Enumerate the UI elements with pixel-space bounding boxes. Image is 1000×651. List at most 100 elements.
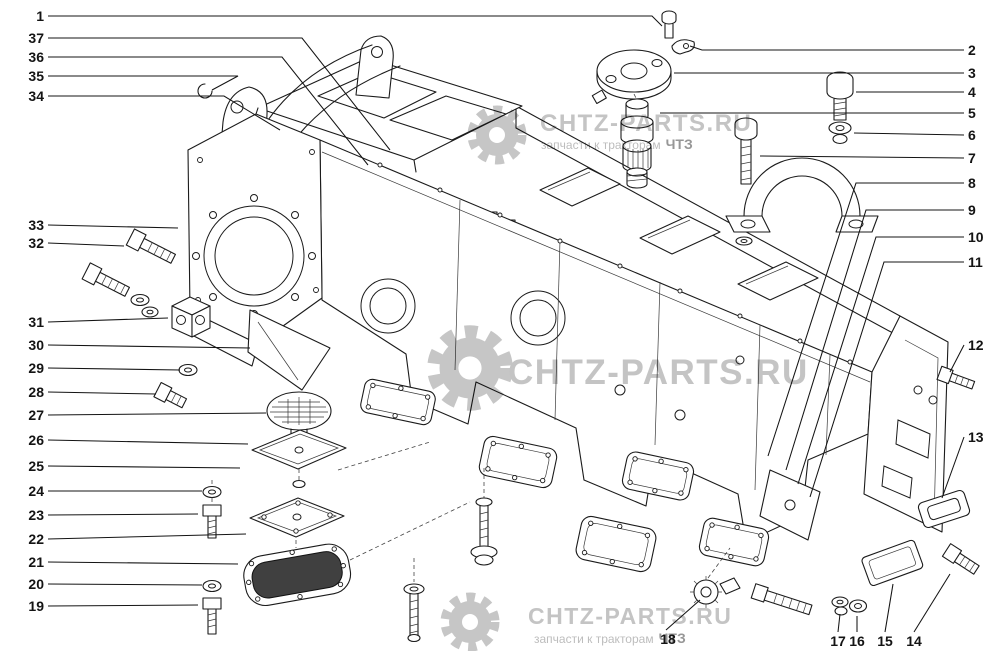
callout-9: 9 xyxy=(968,202,976,218)
gear-icon xyxy=(440,592,500,651)
part-bolt-28 xyxy=(153,381,188,409)
part-bolt-4 xyxy=(826,71,854,121)
part-bolt-23 xyxy=(202,504,222,539)
callout-1: 1 xyxy=(36,8,44,24)
frame-bottom-pads xyxy=(360,378,770,573)
callout-29: 29 xyxy=(28,360,44,376)
assembly-dashed-lines xyxy=(337,441,471,561)
part-plate-26 xyxy=(251,429,347,470)
part-washers-32 xyxy=(130,293,159,318)
part-block-31 xyxy=(171,296,211,338)
part-washer-29 xyxy=(178,363,198,377)
part-pin-1 xyxy=(661,10,677,39)
leader-line-36 xyxy=(48,56,369,166)
leader-line-17 xyxy=(837,613,841,633)
watermark-brand-text: CHTZ-PARTS.RU xyxy=(528,603,732,629)
callout-19: 19 xyxy=(28,598,44,614)
leader-line-2 xyxy=(689,45,964,51)
callout-12: 12 xyxy=(968,337,984,353)
callout-23: 23 xyxy=(28,507,44,523)
callout-28: 28 xyxy=(28,384,44,400)
leader-line-28 xyxy=(47,391,157,395)
callout-17: 17 xyxy=(830,633,846,649)
callout-22: 22 xyxy=(28,531,44,547)
leader-line-25 xyxy=(47,465,241,469)
leader-line-20 xyxy=(47,583,203,586)
leader-line-8 xyxy=(767,182,964,457)
callout-15: 15 xyxy=(877,633,893,649)
part-clamp-bracket xyxy=(725,157,879,246)
callout-3: 3 xyxy=(968,65,976,81)
part-nut-16 xyxy=(848,599,868,613)
gear-icon xyxy=(427,325,513,411)
part-stud-center xyxy=(470,468,498,566)
callout-25: 25 xyxy=(28,458,44,474)
part-gasket-13 xyxy=(917,489,971,529)
callout-6: 6 xyxy=(968,127,976,143)
watermark-brand-text: CHTZ-PARTS.RU xyxy=(540,110,752,137)
leader-line-29 xyxy=(47,367,181,371)
leader-line-27 xyxy=(47,412,267,416)
callout-30: 30 xyxy=(28,337,44,353)
leader-line-35 xyxy=(48,75,239,91)
part-plate-15 xyxy=(861,539,924,587)
part-washer-17 xyxy=(831,596,849,616)
callout-13: 13 xyxy=(968,429,984,445)
callout-14: 14 xyxy=(906,633,922,649)
callout-16: 16 xyxy=(849,633,865,649)
gear-icon xyxy=(467,105,527,165)
callout-5: 5 xyxy=(968,105,976,121)
leader-line-26 xyxy=(47,439,249,445)
leader-line-23 xyxy=(47,513,199,516)
leader-line-18 xyxy=(665,599,701,631)
frame-near-face xyxy=(319,139,873,543)
callout-7: 7 xyxy=(968,150,976,166)
leader-line-19 xyxy=(47,604,199,607)
leader-line-32 xyxy=(47,242,125,247)
callout-34: 34 xyxy=(28,88,44,104)
callout-4: 4 xyxy=(968,84,976,100)
callout-35: 35 xyxy=(28,68,44,84)
callout-layer: 1373635343332313029282726252423222120192… xyxy=(28,8,983,649)
watermark-middle: CHTZ-PARTS.RU xyxy=(427,325,809,411)
leader-line-30 xyxy=(47,344,251,349)
leader-line-14 xyxy=(913,573,951,633)
part-plate-22 xyxy=(249,497,345,548)
callout-33: 33 xyxy=(28,217,44,233)
leader-line-7 xyxy=(759,155,965,159)
part-washer-24 xyxy=(202,480,222,504)
leader-line-15 xyxy=(884,583,894,633)
part-bolt-33 xyxy=(125,228,176,264)
callout-10: 10 xyxy=(968,229,984,245)
part-pan-21 xyxy=(243,543,352,607)
part-breather-5 xyxy=(620,93,654,189)
part-bolt-32 xyxy=(81,262,130,297)
callout-27: 27 xyxy=(28,407,44,423)
callout-31: 31 xyxy=(28,314,44,330)
part-washer-nut-6 xyxy=(828,121,852,145)
frame-right-end xyxy=(759,315,949,541)
callout-2: 2 xyxy=(968,42,976,58)
part-bolt-long-bottom xyxy=(750,583,813,616)
leader-line-6 xyxy=(853,132,965,136)
callout-24: 24 xyxy=(28,483,44,499)
leader-line-1 xyxy=(48,15,663,27)
frame-front-plate xyxy=(187,113,331,391)
callout-11: 11 xyxy=(968,254,983,270)
callout-20: 20 xyxy=(28,576,44,592)
part-bolt-19 xyxy=(202,597,222,635)
part-flange-3 xyxy=(591,49,672,105)
part-bolt-14 xyxy=(941,543,980,575)
watermark-brand-text: CHTZ-PARTS.RU xyxy=(508,353,809,392)
leader-line-9 xyxy=(785,209,964,471)
leader-line-34 xyxy=(48,95,281,131)
part-plug-25 xyxy=(292,469,306,489)
leader-line-21 xyxy=(47,561,239,565)
leader-line-10 xyxy=(797,236,964,485)
callout-36: 36 xyxy=(28,49,44,65)
